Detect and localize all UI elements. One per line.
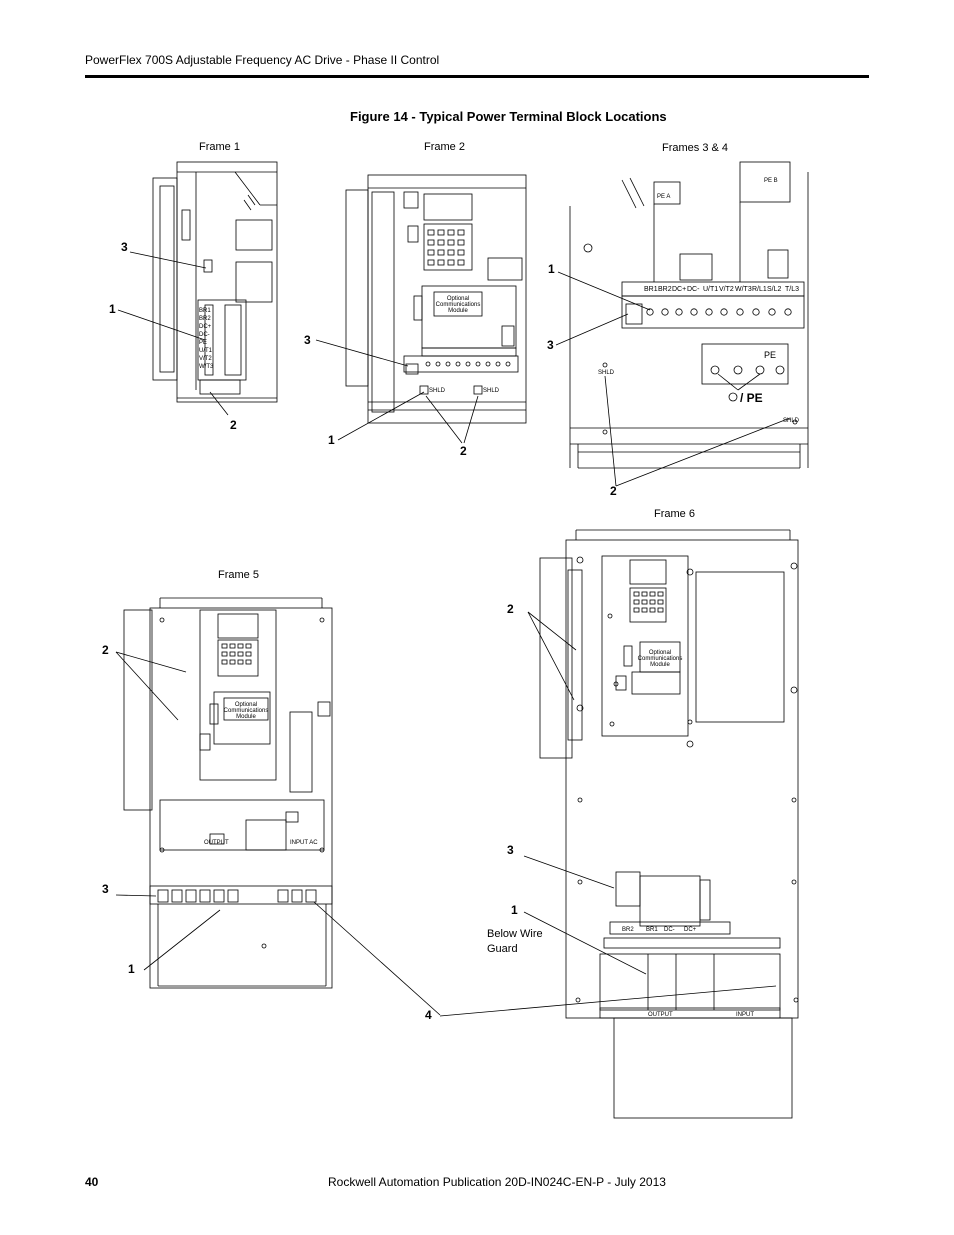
svg-text:SHLD: SHLD xyxy=(429,388,446,394)
pe-b-label: PE B xyxy=(764,178,778,184)
callout-frame6-2: 2 xyxy=(507,602,514,616)
svg-text:PE: PE xyxy=(764,350,776,360)
svg-text:/ PE: / PE xyxy=(740,391,763,405)
frame1-drawing xyxy=(152,161,278,403)
page-header-title: PowerFlex 700S Adjustable Frequency AC D… xyxy=(85,53,440,67)
callout-frame5-2: 2 xyxy=(102,643,109,657)
svg-text:BR2: BR2 xyxy=(622,927,634,933)
frame34-label: Frames 3 & 4 xyxy=(662,142,729,154)
svg-text:V/T2: V/T2 xyxy=(719,286,734,293)
callout-frame5-1: 1 xyxy=(128,962,135,976)
svg-text:DC+: DC+ xyxy=(199,324,212,330)
callout-frame1-2: 2 xyxy=(230,418,237,432)
svg-text:SHLD: SHLD xyxy=(783,418,800,424)
svg-text:DC+: DC+ xyxy=(684,927,697,933)
svg-text:SHLD: SHLD xyxy=(483,388,500,394)
header-rule xyxy=(85,75,869,78)
page-number: 40 xyxy=(85,1175,99,1189)
frame1-label: Frame 1 xyxy=(199,141,240,153)
svg-text:DC+: DC+ xyxy=(672,286,686,293)
svg-text:DC-: DC- xyxy=(687,286,700,293)
svg-text:S/L2: S/L2 xyxy=(767,286,782,293)
svg-text:BR2: BR2 xyxy=(199,316,211,322)
callout-frame1-1: 1 xyxy=(109,302,116,316)
frame6-drawing xyxy=(539,529,799,1119)
svg-text:INPUT AC: INPUT AC xyxy=(290,840,318,846)
svg-text:BR1: BR1 xyxy=(646,927,658,933)
svg-text:INPUT: INPUT xyxy=(736,1012,754,1018)
callout-frame34-3: 3 xyxy=(547,338,554,352)
pe-a-label: PE A xyxy=(657,194,670,200)
svg-text:U/T1: U/T1 xyxy=(199,348,213,354)
frame2-label: Frame 2 xyxy=(424,141,465,153)
callout-frame6-1: 1 xyxy=(511,903,518,917)
svg-text:T/L3: T/L3 xyxy=(785,286,799,293)
callout-frame1-3: 3 xyxy=(121,240,128,254)
svg-text:V/T2: V/T2 xyxy=(199,356,212,362)
svg-text:DC-: DC- xyxy=(664,927,675,933)
svg-text:BR1: BR1 xyxy=(644,286,658,293)
svg-text:W/T3: W/T3 xyxy=(735,286,752,293)
callout-frame34-1: 1 xyxy=(548,262,555,276)
svg-text:U/T1: U/T1 xyxy=(703,286,718,293)
callout-frame56-4: 4 xyxy=(425,1008,432,1022)
callout-frame5-3: 3 xyxy=(102,882,109,896)
callout-frame2-3: 3 xyxy=(304,333,311,347)
svg-text:OUTPUT: OUTPUT xyxy=(204,840,229,846)
publication-info: Rockwell Automation Publication 20D-IN02… xyxy=(328,1175,666,1189)
svg-text:R/L1: R/L1 xyxy=(752,286,767,293)
svg-text:SHLD: SHLD xyxy=(598,370,615,376)
callout-frame34-2: 2 xyxy=(610,484,617,498)
figure-title: Figure 14 - Typical Power Terminal Block… xyxy=(350,109,667,124)
below-wire-guard-note: Below Wire Guard xyxy=(487,928,543,955)
svg-text:W/T3: W/T3 xyxy=(199,364,214,370)
frame2-drawing xyxy=(345,174,527,424)
frame5-drawing xyxy=(123,597,333,989)
frame34-drawing xyxy=(569,161,809,469)
frame5-label: Frame 5 xyxy=(218,569,259,581)
callout-frame2-1: 1 xyxy=(328,433,335,447)
svg-text:BR2: BR2 xyxy=(658,286,672,293)
svg-text:BR1: BR1 xyxy=(199,308,211,314)
callout-frame6-3: 3 xyxy=(507,843,514,857)
svg-text:PE: PE xyxy=(199,340,207,346)
callout-frame2-2: 2 xyxy=(460,444,467,458)
frame6-label: Frame 6 xyxy=(654,508,695,520)
svg-text:OUTPUT: OUTPUT xyxy=(648,1012,673,1018)
svg-text:DC-: DC- xyxy=(199,332,210,338)
